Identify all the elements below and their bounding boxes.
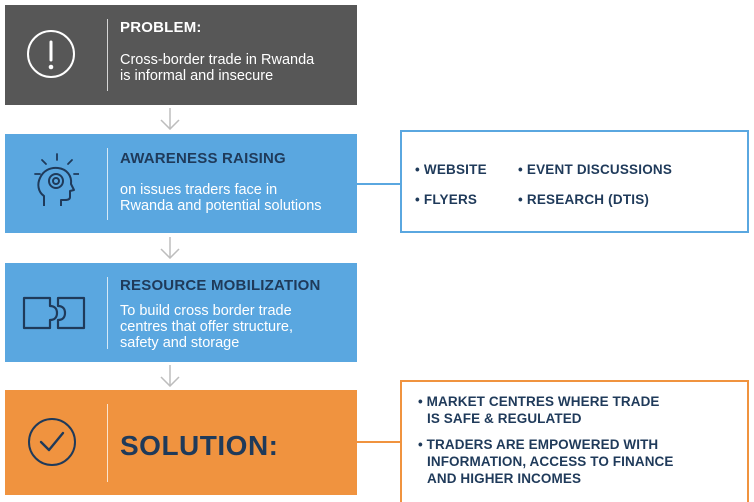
divider	[107, 19, 108, 91]
awareness-box: AWARENESS RAISING on issues traders face…	[5, 134, 357, 233]
divider	[107, 404, 108, 482]
resource-line-3: safety and storage	[120, 335, 240, 351]
outcome-2-line-2: INFORMATION, ACCESS TO FINANCE	[427, 454, 674, 469]
problem-description: Cross-border trade in Rwanda is informal…	[120, 52, 314, 84]
outcome-item: • TRADERS ARE EMPOWERED WITH INFORMATION…	[418, 436, 674, 487]
resource-box: RESOURCE MOBILIZATION To build cross bor…	[5, 263, 357, 362]
connector-line	[357, 183, 400, 185]
down-arrow-icon	[160, 108, 180, 130]
awareness-description: on issues traders face in Rwanda and pot…	[120, 182, 322, 214]
resource-line-1: To build cross border trade	[120, 303, 292, 319]
awareness-title: AWARENESS RAISING	[120, 150, 286, 167]
solution-box: SOLUTION:	[5, 390, 357, 495]
puzzle-icon	[22, 296, 86, 330]
channel-website: • WEBSITE	[415, 162, 487, 177]
connector-line	[357, 441, 400, 443]
awareness-channels-box: • WEBSITE • EVENT DISCUSSIONS • FLYERS •…	[400, 130, 749, 233]
problem-title: PROBLEM:	[120, 19, 202, 36]
solution-title: SOLUTION:	[120, 430, 279, 461]
resource-line-2: centres that offer structure,	[120, 319, 294, 335]
channel-event-discussions: • EVENT DISCUSSIONS	[518, 162, 673, 177]
checkmark-icon	[28, 418, 76, 466]
outcome-1-line-1: • MARKET CENTRES WHERE TRADE	[418, 394, 660, 409]
down-arrow-icon	[160, 365, 180, 387]
channel-flyers: • FLYERS	[415, 192, 478, 207]
problem-box: PROBLEM: Cross-border trade in Rwanda is…	[5, 5, 357, 105]
outcome-2-line-1: • TRADERS ARE EMPOWERED WITH	[418, 437, 659, 452]
resource-description: To build cross border trade centres that…	[120, 303, 293, 351]
problem-line-2: is informal and insecure	[120, 68, 274, 84]
awareness-line-1: on issues traders face in	[120, 182, 278, 198]
outcome-2-line-3: AND HIGHER INCOMES	[427, 471, 582, 486]
down-arrow-icon	[160, 237, 180, 259]
solution-outcomes-box: • MARKET CENTRES WHERE TRADE IS SAFE & R…	[400, 380, 749, 502]
exclamation-icon	[27, 30, 75, 78]
head-idea-icon	[34, 153, 79, 206]
divider	[107, 277, 108, 349]
awareness-line-2: Rwanda and potential solutions	[120, 198, 322, 214]
problem-line-1: Cross-border trade in Rwanda	[120, 52, 315, 68]
channel-research: • RESEARCH (DTIS)	[518, 192, 650, 207]
resource-title: RESOURCE MOBILIZATION	[120, 277, 321, 294]
divider	[107, 148, 108, 220]
outcome-1-line-2: IS SAFE & REGULATED	[427, 411, 582, 426]
outcomes-list: • MARKET CENTRES WHERE TRADE IS SAFE & R…	[418, 393, 674, 496]
outcome-item: • MARKET CENTRES WHERE TRADE IS SAFE & R…	[418, 393, 674, 427]
